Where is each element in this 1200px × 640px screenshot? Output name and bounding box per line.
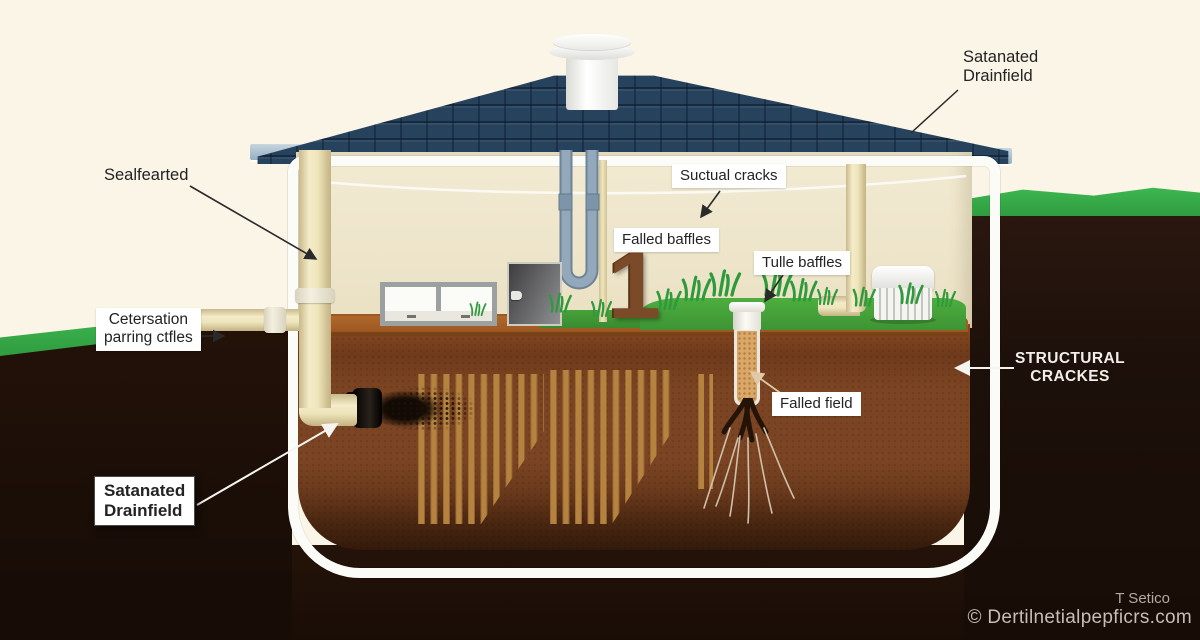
main-drop-pipe-coupling bbox=[295, 288, 335, 303]
label-falled-field: Falled field bbox=[772, 392, 861, 416]
label-line: parring ctfles bbox=[104, 329, 193, 347]
label-cetersation: Cetersation parring ctfles bbox=[96, 308, 201, 351]
right-interior-pipe bbox=[846, 164, 866, 312]
label-line: Drainfield bbox=[104, 501, 183, 521]
label-line: Falled baffles bbox=[622, 231, 711, 248]
window-latch-right bbox=[461, 315, 470, 318]
drainfield-slats-sliver bbox=[698, 374, 713, 489]
credits: T Setico © Dertilnetialpepficrs.com bbox=[967, 590, 1192, 629]
window-latch-left bbox=[407, 315, 416, 318]
right-dark-soil bbox=[964, 204, 1200, 640]
label-saturated-drainfield-top: Satanated Drainfield bbox=[963, 48, 1038, 87]
label-line: Satanated bbox=[963, 48, 1039, 66]
credit-site: © Dertilnetialpepficrs.com bbox=[967, 607, 1192, 628]
thin-interior-pipe bbox=[599, 160, 607, 322]
radiator-fins bbox=[874, 288, 932, 320]
observation-pipe-lip bbox=[729, 302, 765, 312]
main-drop-pipe bbox=[299, 150, 331, 408]
roof-vent-cap bbox=[553, 34, 631, 50]
label-line: STRUCTURAL bbox=[1015, 350, 1125, 367]
label-line: Satanated bbox=[104, 481, 186, 500]
label-sealfearted: Sealfearted bbox=[104, 166, 188, 185]
label-saturated-drainfield-bottom: Satanated Drainfield bbox=[94, 476, 196, 527]
wall-wire-line bbox=[299, 174, 967, 195]
radiator-shadow bbox=[870, 316, 936, 324]
label-line: Tulle baffles bbox=[762, 254, 843, 271]
label-line: Suctual cracks bbox=[680, 167, 778, 184]
door-handle bbox=[511, 291, 522, 300]
root-intrusion bbox=[703, 398, 795, 524]
u-trap-pipe bbox=[558, 150, 600, 290]
label-falled-baffles: Falled baffles bbox=[614, 228, 719, 252]
label-line: CRACKES bbox=[1030, 368, 1110, 385]
roof bbox=[257, 75, 1009, 164]
window-mullion bbox=[436, 287, 441, 321]
window-sill bbox=[385, 311, 492, 321]
label-line: Falled field bbox=[780, 395, 853, 412]
sludge-speckles bbox=[372, 386, 478, 432]
brown-numeral-object: 1 bbox=[608, 233, 661, 339]
valve-unit bbox=[352, 388, 382, 428]
window bbox=[380, 282, 497, 326]
inlet-pipe-horizontal bbox=[193, 309, 303, 331]
leader-saturated-top bbox=[910, 89, 959, 134]
label-line: Drainfield bbox=[963, 67, 1033, 86]
label-line: Sealfearted bbox=[104, 166, 189, 184]
radiator-top bbox=[872, 266, 934, 290]
label-structural-crackes: STRUCTURAL CRACKES bbox=[1005, 350, 1135, 386]
label-tulle-baffles: Tulle baffles bbox=[754, 251, 851, 275]
label-suctual-cracks: Suctual cracks bbox=[672, 164, 786, 188]
inlet-pipe-coupling bbox=[264, 307, 286, 333]
credit-brand: T Setico bbox=[1115, 590, 1170, 607]
tank-outline bbox=[288, 156, 1000, 578]
roof-vent-pipe bbox=[566, 52, 618, 110]
label-line: Cetersation bbox=[108, 311, 188, 328]
